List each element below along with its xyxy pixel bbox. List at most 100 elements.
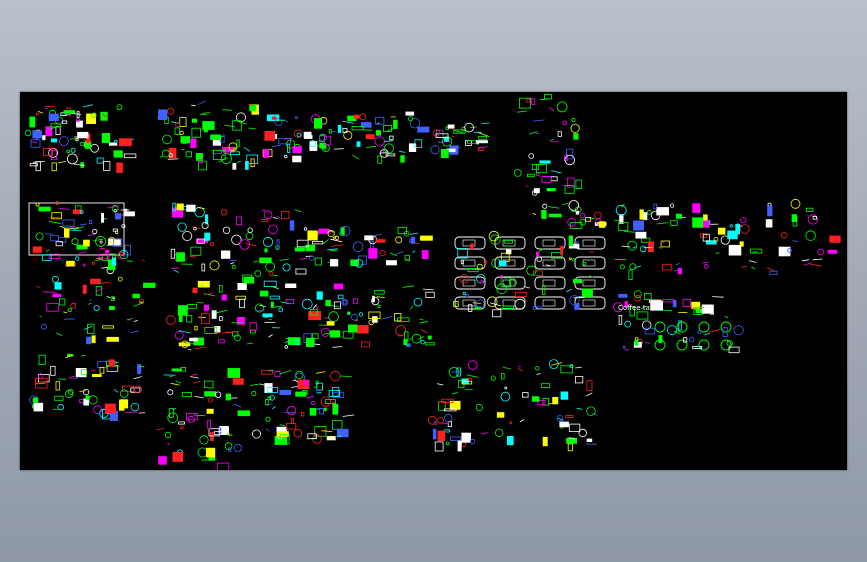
cad-block bbox=[116, 162, 123, 173]
cad-block bbox=[303, 380, 309, 385]
cad-block bbox=[568, 423, 581, 432]
cad-block bbox=[562, 120, 568, 126]
cad-block bbox=[736, 222, 741, 226]
cad-block bbox=[619, 264, 625, 270]
cad-block bbox=[309, 141, 318, 151]
cad-block bbox=[342, 120, 354, 124]
cad-block bbox=[279, 424, 286, 427]
cad-block bbox=[177, 222, 187, 232]
cad-block bbox=[698, 321, 710, 333]
cad-block bbox=[330, 370, 341, 382]
cad-block bbox=[178, 330, 191, 334]
cad-block bbox=[585, 443, 597, 445]
cad-block bbox=[194, 346, 207, 350]
cad-block bbox=[268, 224, 278, 235]
cad-block bbox=[132, 293, 140, 299]
cad-block bbox=[207, 397, 213, 403]
cad-block bbox=[190, 246, 202, 256]
cad-block bbox=[566, 288, 572, 293]
cad-block bbox=[352, 241, 364, 253]
cad-block bbox=[648, 241, 654, 253]
cad-block bbox=[720, 339, 732, 351]
cad-block bbox=[676, 321, 688, 333]
cad-block bbox=[133, 376, 142, 380]
cad-block bbox=[548, 359, 559, 370]
cad-block bbox=[139, 365, 145, 368]
cad-block bbox=[261, 219, 268, 223]
cad-block bbox=[408, 116, 414, 122]
cad-block bbox=[567, 218, 576, 227]
cad-block bbox=[164, 431, 172, 439]
cad-block bbox=[267, 387, 278, 393]
cad-block bbox=[542, 285, 546, 295]
cad-block bbox=[643, 212, 648, 221]
cad-block bbox=[582, 261, 587, 266]
cad-block bbox=[49, 216, 61, 219]
cad-block bbox=[227, 368, 240, 378]
cad-block bbox=[441, 136, 453, 147]
cad-block bbox=[268, 334, 273, 338]
cad-block bbox=[32, 161, 45, 163]
cad-block bbox=[80, 354, 86, 357]
cad-block bbox=[356, 141, 361, 147]
cad-block bbox=[532, 119, 545, 122]
cad-block bbox=[312, 304, 318, 309]
cad-block bbox=[178, 421, 185, 425]
cad-block bbox=[352, 154, 360, 160]
cad-block bbox=[113, 238, 123, 248]
cad-block bbox=[478, 136, 488, 140]
cad-block bbox=[342, 128, 348, 133]
cad-block bbox=[803, 262, 812, 266]
cad-block bbox=[560, 245, 564, 255]
cad-block bbox=[805, 230, 816, 241]
cad-block bbox=[550, 362, 563, 366]
cad-block bbox=[294, 116, 298, 120]
cad-block bbox=[114, 139, 118, 144]
cad-block bbox=[246, 154, 259, 164]
cad-block bbox=[496, 412, 505, 418]
cad-block bbox=[492, 309, 502, 318]
cad-block bbox=[377, 155, 383, 164]
cad-drawing-canvas[interactable]: Coffee table bbox=[20, 92, 847, 470]
cad-block bbox=[432, 428, 437, 440]
cad-block bbox=[224, 124, 235, 128]
cad-block bbox=[787, 248, 792, 253]
cad-block bbox=[274, 117, 283, 126]
cad-block bbox=[741, 266, 747, 268]
cad-block bbox=[233, 443, 242, 452]
cad-block bbox=[656, 207, 670, 216]
cad-block bbox=[703, 263, 709, 269]
cad-block bbox=[36, 381, 46, 383]
cad-block bbox=[480, 279, 484, 284]
cad-block bbox=[650, 300, 664, 311]
cad-block bbox=[526, 265, 537, 276]
cad-block bbox=[236, 216, 242, 226]
cad-block bbox=[324, 399, 336, 405]
cad-block bbox=[287, 337, 301, 346]
cad-block bbox=[119, 399, 129, 409]
cad-block bbox=[187, 304, 197, 309]
cad-block bbox=[169, 375, 173, 378]
cad-block bbox=[514, 298, 526, 310]
cad-block bbox=[750, 248, 763, 254]
cad-block bbox=[105, 249, 109, 254]
cad-block bbox=[95, 288, 104, 293]
cad-block bbox=[534, 296, 566, 310]
cad-block bbox=[642, 320, 652, 330]
cad-block bbox=[293, 428, 303, 438]
cad-block bbox=[464, 122, 474, 133]
cad-block bbox=[634, 294, 642, 302]
cad-block bbox=[332, 386, 340, 397]
cad-block bbox=[453, 129, 466, 134]
cad-block bbox=[619, 214, 624, 224]
cad-block bbox=[137, 364, 142, 375]
cad-block bbox=[314, 257, 322, 266]
cad-block bbox=[89, 220, 93, 225]
cad-block bbox=[201, 221, 209, 229]
cad-block bbox=[437, 417, 444, 424]
cad-block bbox=[237, 410, 251, 417]
cad-block bbox=[307, 433, 317, 440]
cad-block bbox=[196, 238, 205, 244]
cad-block bbox=[279, 369, 292, 375]
cad-block bbox=[585, 392, 593, 397]
